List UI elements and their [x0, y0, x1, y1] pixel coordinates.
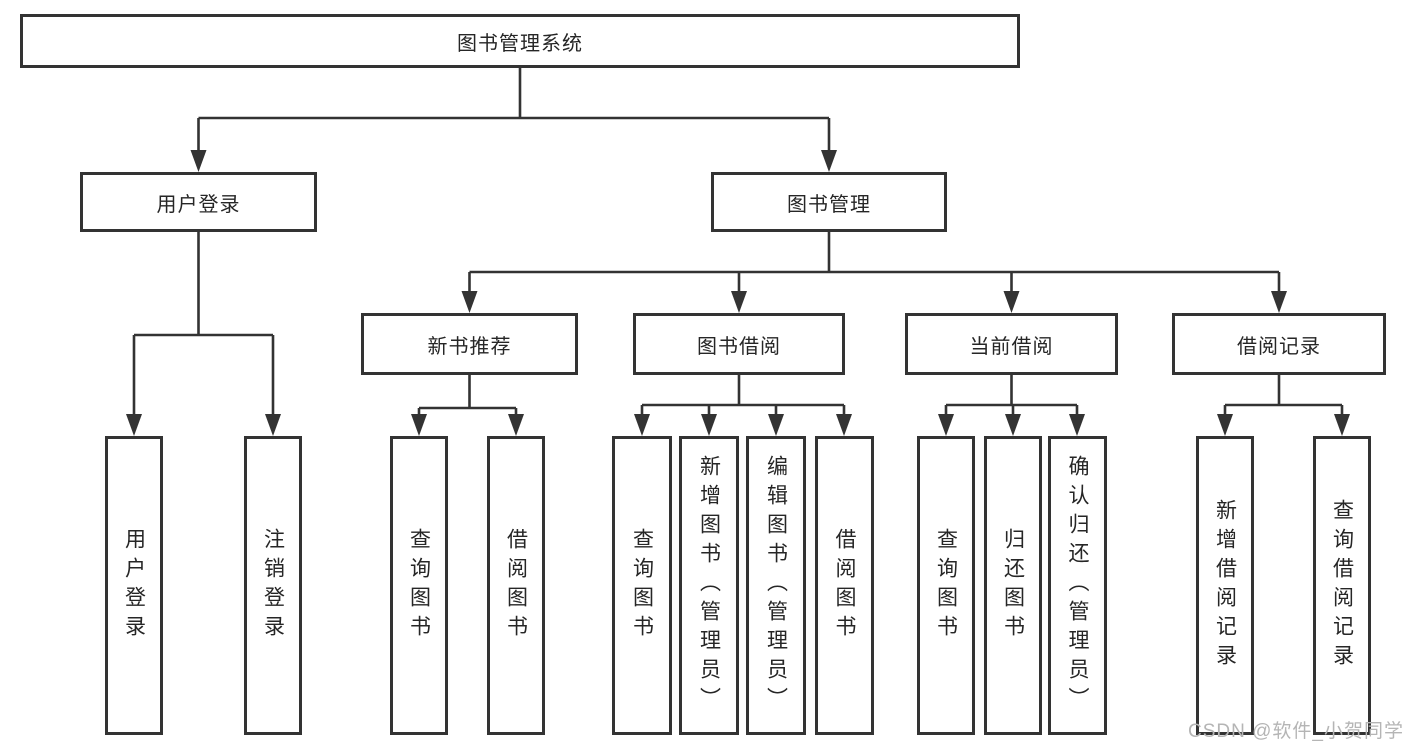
- node-book-borrowing: 图书借阅: [633, 313, 845, 375]
- leaf-query-borrow-record: 查询借阅记录: [1313, 436, 1371, 735]
- leaf-query-books-borrowing: 查询图书: [612, 436, 672, 735]
- leaf-query-books-recommend: 查询图书: [390, 436, 448, 735]
- leaf-label: 新增借阅记录: [1213, 498, 1237, 673]
- node-borrowing-records: 借阅记录: [1172, 313, 1386, 375]
- node-label: 用户登录: [156, 193, 241, 216]
- leaf-label: 查询图书: [934, 527, 958, 644]
- leaf-label: 查询图书: [407, 527, 431, 644]
- arrow-down-icons: [126, 150, 1350, 436]
- leaf-borrow-books-recommend: 借阅图书: [487, 436, 545, 735]
- leaf-add-books-admin: 新增图书（管理员）: [679, 436, 739, 735]
- node-label: 图书管理系统: [457, 32, 583, 55]
- leaf-borrow-books: 借阅图书: [815, 436, 874, 735]
- leaf-label: 新增图书（管理员）: [697, 455, 721, 716]
- node-label: 当前借阅: [969, 335, 1054, 358]
- node-library-management-system: 图书管理系统: [20, 14, 1020, 68]
- node-label: 图书借阅: [697, 335, 781, 358]
- leaf-label: 借阅图书: [504, 527, 528, 644]
- node-label: 借阅记录: [1237, 335, 1321, 358]
- leaf-confirm-return-admin: 确认归还（管理员）: [1048, 436, 1107, 735]
- node-label: 图书管理: [787, 193, 871, 216]
- leaf-label: 查询借阅记录: [1330, 498, 1354, 673]
- leaf-query-books-current: 查询图书: [917, 436, 975, 735]
- leaf-label: 确认归还（管理员）: [1066, 455, 1089, 716]
- leaf-user-login: 用户登录: [105, 436, 163, 735]
- node-user-login: 用户登录: [80, 172, 317, 232]
- watermark: CSDN @软件_小贺同学: [1188, 721, 1404, 742]
- leaf-label: 注销登录: [261, 527, 285, 644]
- leaf-return-books: 归还图书: [984, 436, 1042, 735]
- node-book-management: 图书管理: [711, 172, 947, 232]
- leaf-edit-books-admin: 编辑图书（管理员）: [746, 436, 806, 735]
- node-new-book-recommend: 新书推荐: [361, 313, 578, 375]
- leaf-add-borrow-record: 新增借阅记录: [1196, 436, 1254, 735]
- node-current-borrowing: 当前借阅: [905, 313, 1118, 375]
- connector-strokes: [132, 68, 1344, 424]
- leaf-label: 借阅图书: [833, 527, 856, 644]
- leaf-logout: 注销登录: [244, 436, 302, 735]
- leaf-label: 归还图书: [1001, 527, 1025, 644]
- leaf-label: 用户登录: [122, 527, 146, 644]
- leaf-label: 查询图书: [630, 527, 654, 644]
- node-label: 新书推荐: [427, 335, 512, 358]
- leaf-label: 编辑图书（管理员）: [764, 455, 788, 716]
